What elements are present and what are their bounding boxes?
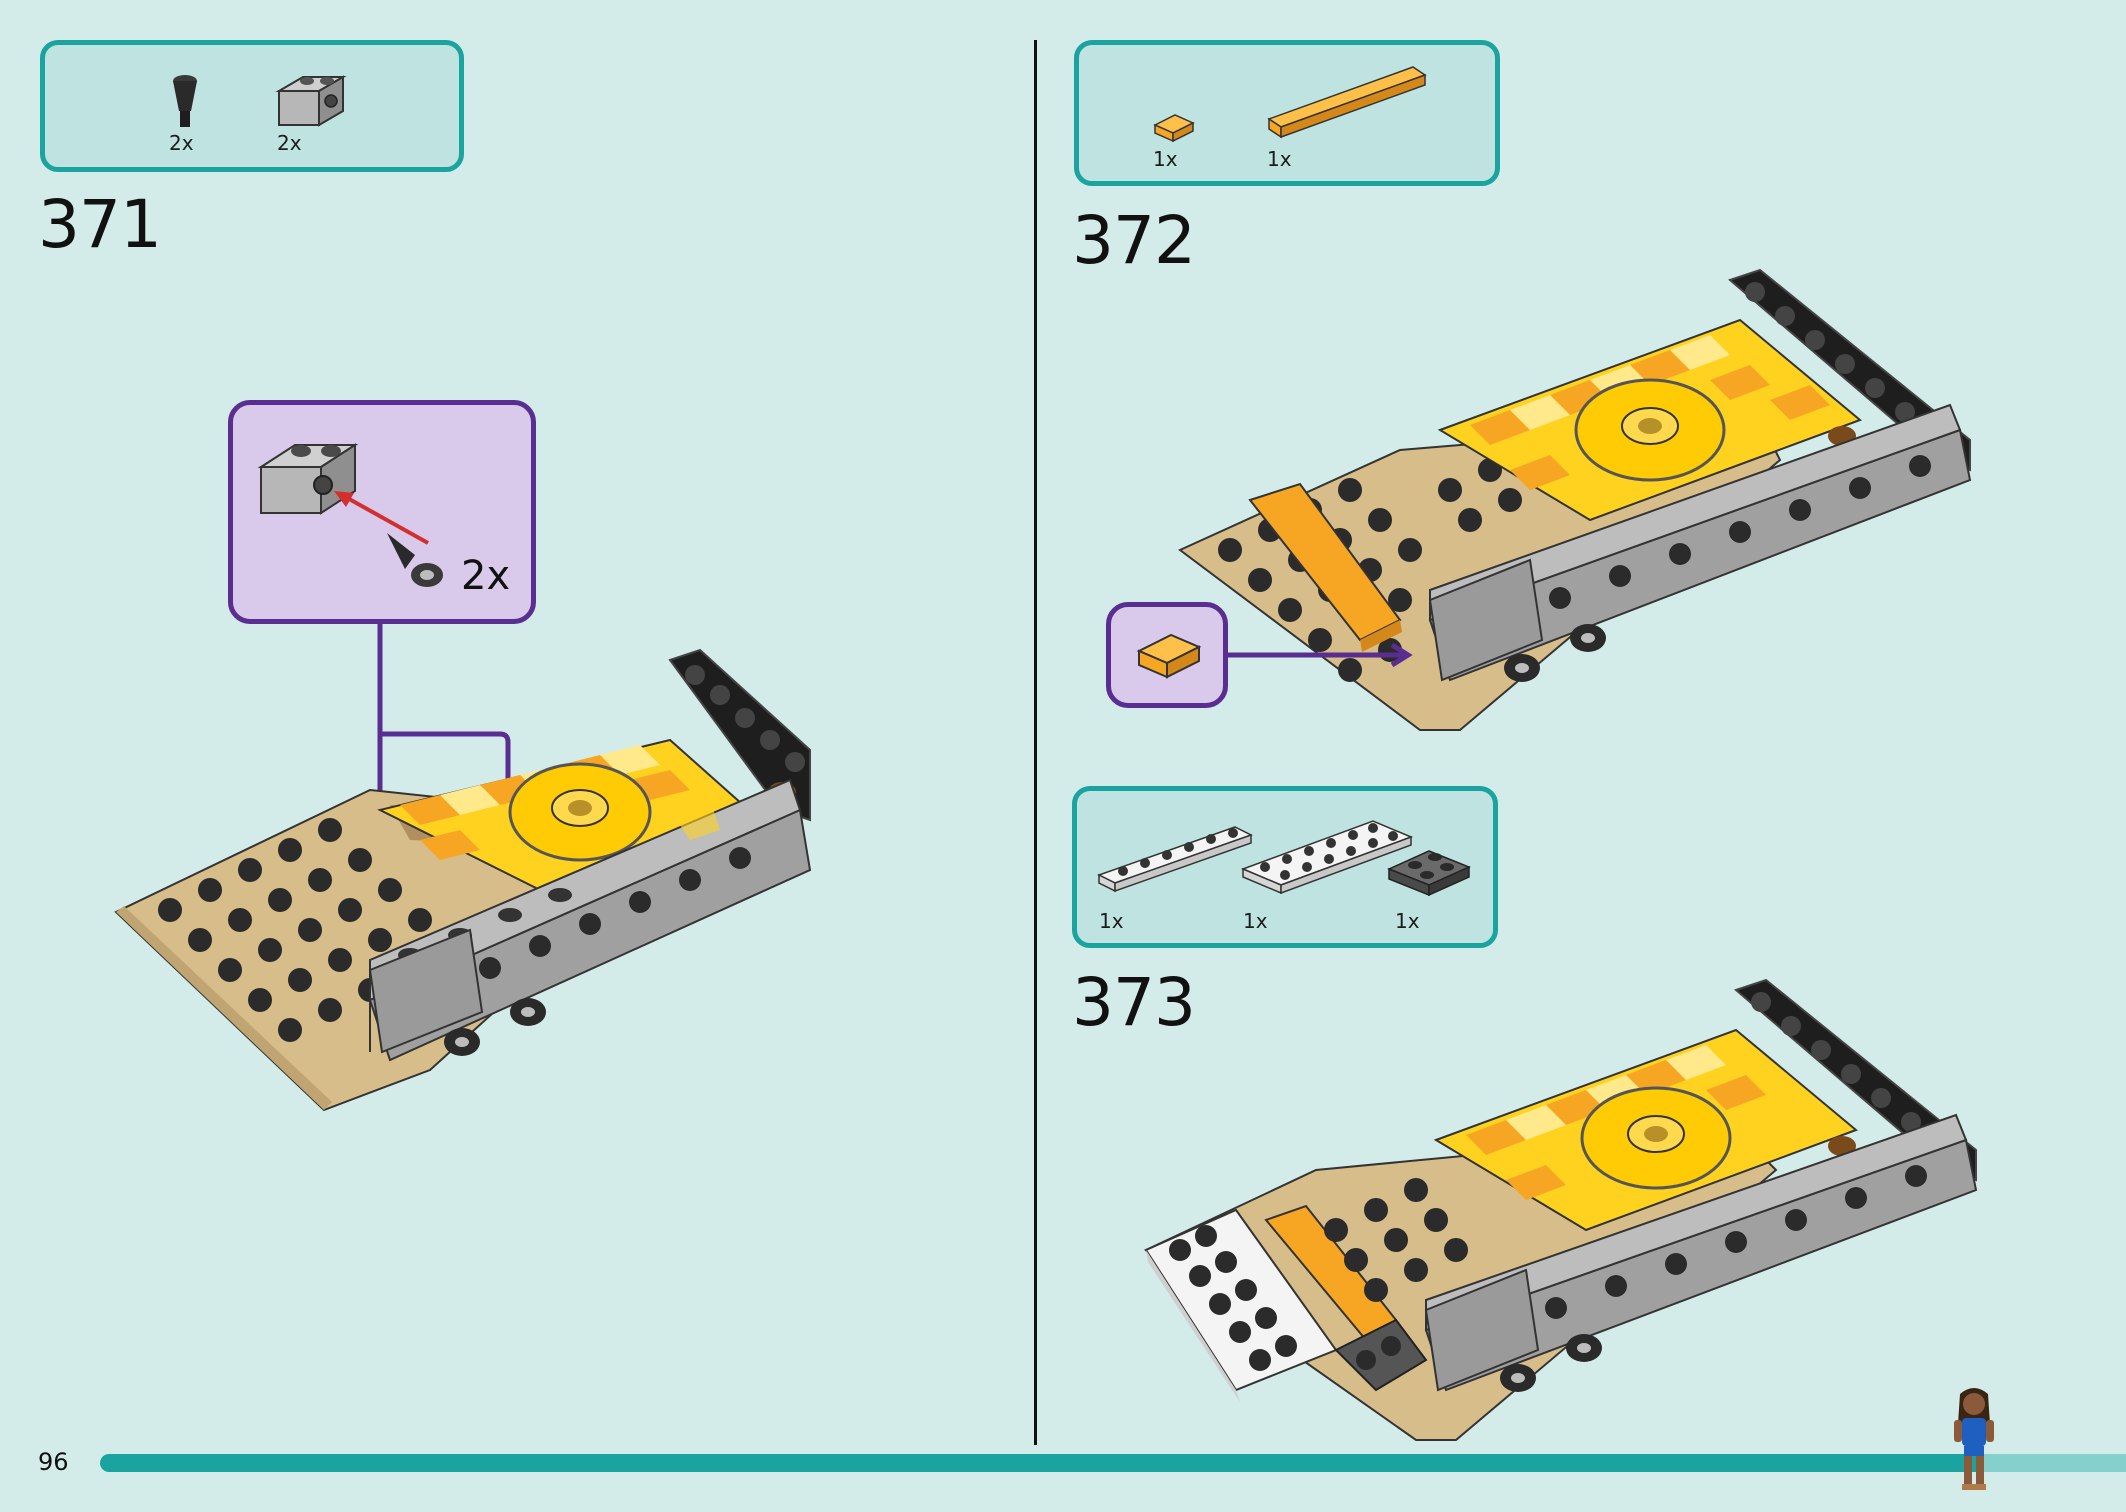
part-qty-grey-brick: 2x xyxy=(277,131,302,155)
model-assembly-step-371 xyxy=(114,648,812,1112)
progress-bar xyxy=(100,1454,2126,1472)
orange-long-tile-icon xyxy=(1267,66,1427,139)
parts-box-step-371: 2x 2x xyxy=(40,40,464,172)
insert-arrow-icon xyxy=(334,491,429,545)
part-qty-white-plate-2x6: 1x xyxy=(1243,909,1268,933)
progress-fill xyxy=(100,1454,1985,1472)
callout-step-371: 2x xyxy=(228,400,536,624)
cone-piece-icon xyxy=(173,75,197,127)
callout-qty: 2x xyxy=(461,553,511,599)
part-qty-white-plate-1x6: 1x xyxy=(1099,909,1124,933)
model-assembly-step-373 xyxy=(1144,978,1978,1441)
orange-tile-icon xyxy=(1153,114,1195,143)
orange-tile-icon xyxy=(1136,633,1202,679)
step-number-371: 371 xyxy=(38,186,162,263)
page-number: 96 xyxy=(38,1448,69,1476)
parts-box-step-372: 1x 1x xyxy=(1074,40,1500,186)
part-qty-orange-long-tile: 1x xyxy=(1267,147,1292,171)
minifigure-icon xyxy=(1954,1388,1994,1490)
part-qty-orange-tile: 1x xyxy=(1153,147,1178,171)
part-qty-cone: 2x xyxy=(169,131,194,155)
part-qty-dark-grey-plate: 1x xyxy=(1395,909,1420,933)
callout-connector-372 xyxy=(1226,642,1413,668)
page-divider xyxy=(1034,40,1037,1445)
dark-grey-plate-2x2-icon xyxy=(1387,850,1471,897)
step-number-373: 373 xyxy=(1072,964,1196,1041)
grey-brick-icon xyxy=(275,75,347,127)
cone-piece-icon xyxy=(387,533,443,587)
model-assembly-step-372 xyxy=(1178,268,1972,731)
white-plate-1x6-icon xyxy=(1097,826,1253,893)
step-number-372: 372 xyxy=(1072,202,1196,279)
white-plate-2x6-icon xyxy=(1240,820,1414,895)
callout-step-372 xyxy=(1106,602,1228,708)
parts-box-step-373: 1x 1x 1x xyxy=(1072,786,1498,948)
